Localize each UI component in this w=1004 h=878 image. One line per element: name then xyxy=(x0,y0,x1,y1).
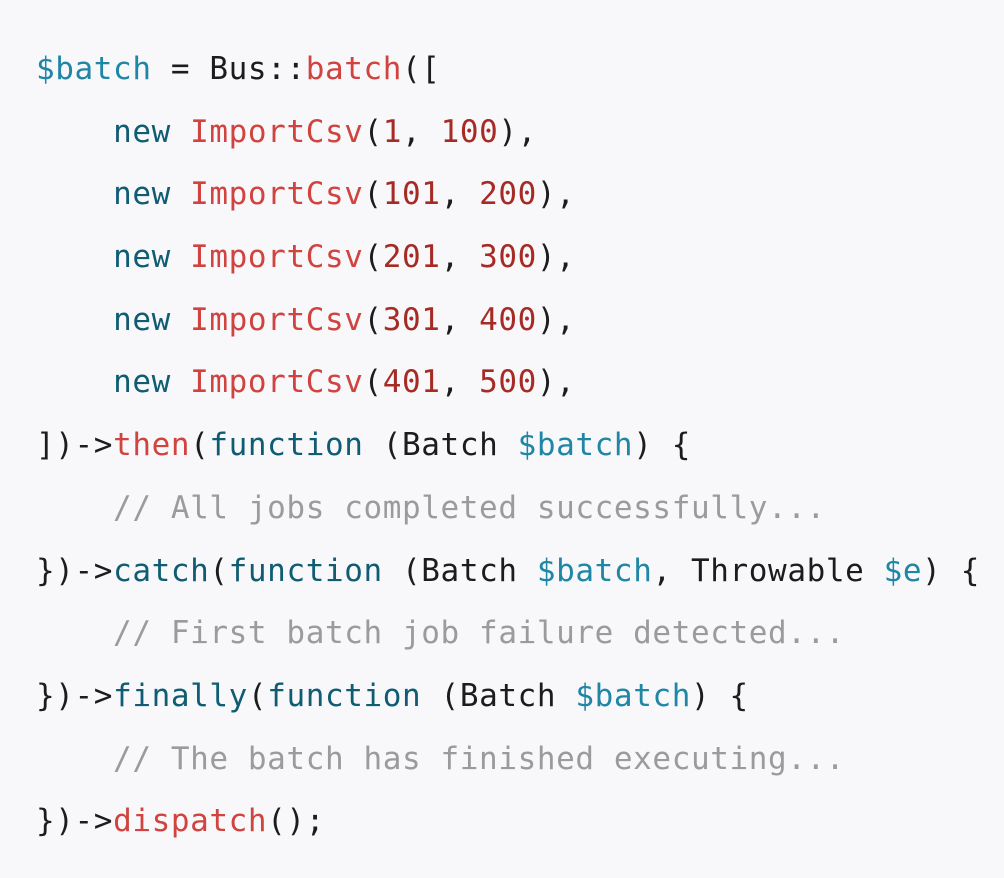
code-token-plain xyxy=(36,302,113,338)
code-token-plain: })-> xyxy=(36,677,114,714)
code-token-plain: (Batch xyxy=(382,552,537,589)
code-token-num: 401 xyxy=(382,364,441,401)
code-token-plain xyxy=(171,114,190,150)
code-token-plain xyxy=(171,239,190,275)
code-token-comment: // First batch job failure detected... xyxy=(36,615,846,652)
code-token-plain: ( xyxy=(363,239,383,276)
code-token-plain: , xyxy=(440,301,480,338)
code-token-plain: , xyxy=(440,239,480,276)
code-token-comment: // The batch has finished executing... xyxy=(36,740,846,777)
code-token-plain xyxy=(36,364,113,400)
code-token-num: 101 xyxy=(382,176,441,213)
code-line: new ImportCsv(101, 200), xyxy=(36,163,1004,226)
code-token-plain: })-> xyxy=(36,552,114,589)
code-token-plain xyxy=(171,364,190,400)
code-token-plain: ), xyxy=(536,239,576,276)
code-token-num: 300 xyxy=(479,239,537,276)
code-token-kw: function xyxy=(209,427,364,464)
code-token-plain: ( xyxy=(190,427,210,464)
code-token-plain: ( xyxy=(209,552,229,589)
code-token-plain: , xyxy=(440,176,480,213)
code-token-kw: new xyxy=(113,301,171,338)
code-token-num: 100 xyxy=(440,113,499,150)
code-token-plain: ( xyxy=(363,176,383,213)
code-line: $batch = Bus::batch([ xyxy=(36,38,1004,101)
code-line: // First batch job failure detected... xyxy=(36,602,1004,665)
code-token-num: 400 xyxy=(479,301,537,338)
code-token-fn: ImportCsv xyxy=(190,176,364,213)
code-token-fn: ImportCsv xyxy=(190,113,364,150)
code-token-fn: then xyxy=(113,427,191,464)
code-token-plain: ( xyxy=(363,113,383,150)
code-token-var: $batch xyxy=(575,677,691,714)
code-token-plain: , xyxy=(440,364,480,401)
code-token-plain: ) { xyxy=(633,427,691,464)
code-token-num: 500 xyxy=(479,364,537,401)
code-token-num: 200 xyxy=(479,176,537,213)
code-token-plain xyxy=(36,114,113,150)
code-token-var: $batch xyxy=(36,51,152,87)
code-token-kw: new xyxy=(113,176,171,213)
code-token-kw: function xyxy=(267,677,422,714)
code-token-num: 301 xyxy=(382,301,441,338)
code-token-plain: ])-> xyxy=(36,427,114,464)
code-token-kw: new xyxy=(113,113,171,150)
code-token-plain: (Batch xyxy=(421,677,576,714)
code-token-plain: ) { xyxy=(922,552,980,589)
code-token-fn: dispatch xyxy=(113,803,268,840)
code-line: ])->then(function (Batch $batch) { xyxy=(36,414,1004,477)
code-token-plain: ), xyxy=(536,364,576,401)
code-token-plain: ), xyxy=(536,176,576,213)
code-line: })->catch(function (Batch $batch, Throwa… xyxy=(36,540,1004,603)
code-line: // The batch has finished executing... xyxy=(36,728,1004,791)
code-token-num: 1 xyxy=(382,113,403,150)
code-token-var: $e xyxy=(883,552,923,589)
code-token-plain: ), xyxy=(536,301,576,338)
code-line: new ImportCsv(201, 300), xyxy=(36,226,1004,289)
code-line: // All jobs completed successfully... xyxy=(36,477,1004,540)
code-token-kw: new xyxy=(113,239,171,276)
code-token-plain: ( xyxy=(247,677,268,714)
code-line: new ImportCsv(1, 100), xyxy=(36,101,1004,164)
code-token-num: 201 xyxy=(382,239,441,276)
code-token-plain: (); xyxy=(267,803,325,840)
code-token-comment: // All jobs completed successfully... xyxy=(36,489,826,526)
code-token-var: $batch xyxy=(517,427,634,464)
code-token-plain: })-> xyxy=(36,803,114,840)
code-token-fn: ImportCsv xyxy=(190,364,364,401)
code-token-var: $batch xyxy=(536,552,653,589)
code-token-plain: ), xyxy=(498,113,537,150)
code-token-plain xyxy=(36,176,113,212)
code-token-plain: ([ xyxy=(402,51,441,87)
code-token-plain: (Batch xyxy=(363,427,518,464)
code-token-kw: new xyxy=(113,364,171,401)
code-token-plain xyxy=(171,176,190,212)
code-token-plain xyxy=(36,239,113,275)
code-token-plain: ( xyxy=(363,301,383,338)
code-token-plain: ) { xyxy=(691,677,749,714)
code-token-fn: batch xyxy=(305,51,403,87)
code-token-fn: ImportCsv xyxy=(190,239,364,276)
code-token-plain: , xyxy=(402,113,441,150)
code-line: new ImportCsv(301, 400), xyxy=(36,289,1004,352)
code-token-plain xyxy=(171,302,190,338)
code-token-kw: catch xyxy=(113,552,210,589)
code-token-plain: ( xyxy=(363,364,383,401)
code-line: })->dispatch(); xyxy=(36,790,1004,853)
code-line: new ImportCsv(401, 500), xyxy=(36,351,1004,414)
code-line: })->finally(function (Batch $batch) { xyxy=(36,665,1004,728)
code-token-kw: finally xyxy=(113,677,248,714)
code-token-kw: function xyxy=(228,552,383,589)
code-token-fn: ImportCsv xyxy=(190,301,364,338)
code-token-plain: , Throwable xyxy=(652,552,884,589)
code-token-plain: = Bus:: xyxy=(151,51,306,87)
